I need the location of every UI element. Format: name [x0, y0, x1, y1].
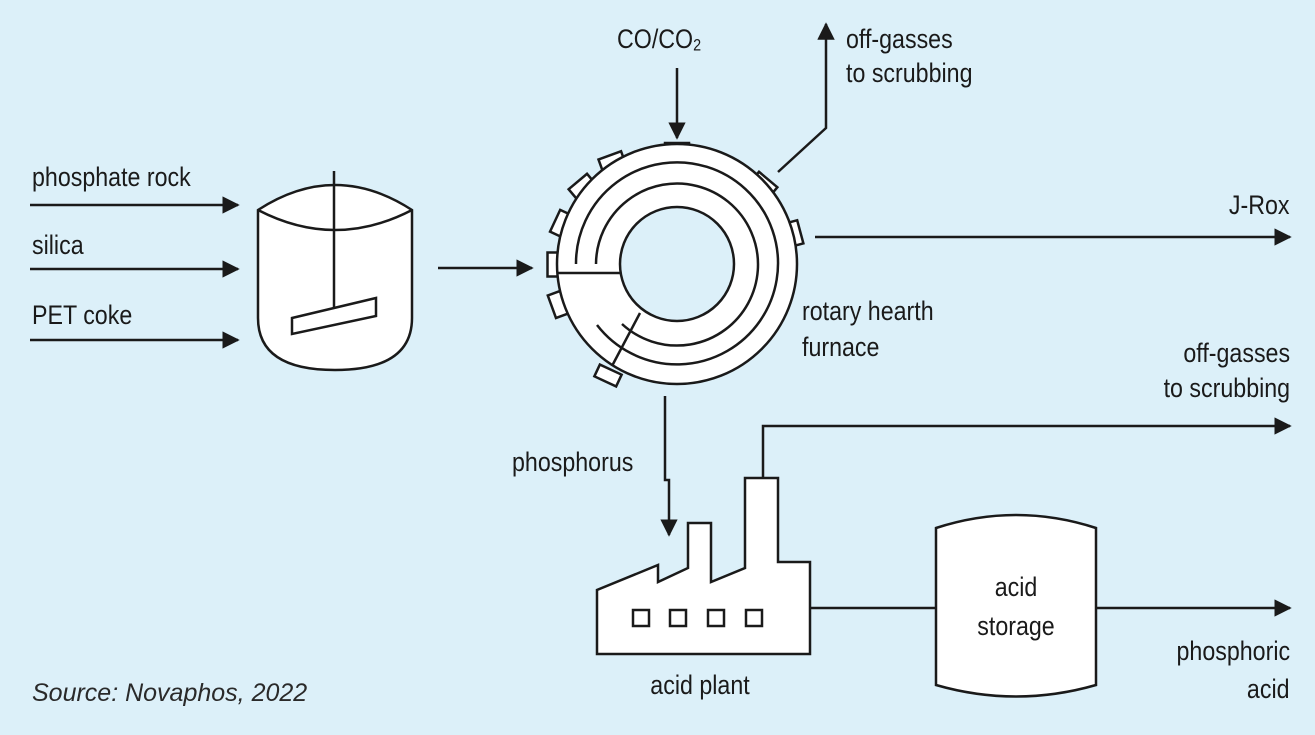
acid-plant-label: acid plant	[650, 670, 750, 700]
offgas-top-label-line2: to scrubbing	[846, 58, 973, 88]
phosphoric-label-line2: acid	[1247, 674, 1290, 704]
co-co2-label: CO/CO2	[617, 24, 702, 55]
offgas-top-arrow	[777, 22, 835, 173]
mixer-vessel	[256, 171, 414, 372]
offgas-right-label-line1: off-gasses	[1183, 338, 1290, 368]
phosphate-rock-label: phosphate rock	[32, 162, 191, 192]
rotary-hearth-furnace	[546, 141, 805, 389]
source-caption: Source: Novaphos, 2022	[32, 679, 308, 707]
offgas-right-label-line2: to scrubbing	[1163, 373, 1290, 403]
acid-plant-factory	[595, 476, 812, 656]
jrox-label: J-Rox	[1229, 190, 1290, 220]
phosphorus-label: phosphorus	[512, 447, 634, 477]
offgas-right-arrow	[761, 417, 1292, 478]
phosphoric-label-line1: phosphoric	[1176, 636, 1290, 666]
furnace-label-line2: furnace	[802, 332, 880, 362]
offgas-top-label-line1: off-gasses	[846, 24, 953, 54]
silica-label: silica	[32, 230, 84, 260]
phosphorus-arrow	[660, 396, 678, 537]
acid-plant-windows	[631, 608, 764, 628]
acid-storage-tank	[934, 513, 1098, 698]
storage-label-line2: storage	[977, 611, 1055, 641]
pet-coke-label: PET coke	[32, 300, 133, 330]
storage-label-line1: acid	[994, 572, 1038, 602]
furnace-label-line1: rotary hearth	[802, 296, 934, 326]
